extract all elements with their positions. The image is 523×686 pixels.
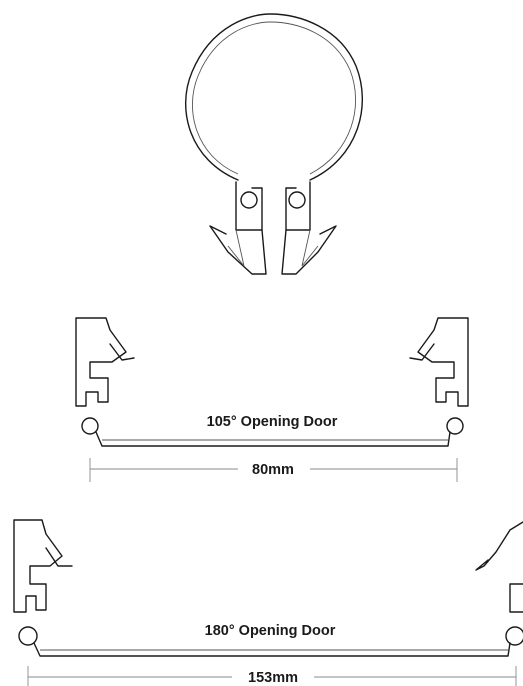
door-105-label: 105° Opening Door	[207, 414, 338, 430]
door-180-profile	[13, 519, 523, 657]
dimension-153mm	[27, 666, 517, 686]
circular-gasket-profile	[185, 13, 363, 275]
door-180-label: 180° Opening Door	[205, 623, 336, 639]
dimension-153mm-label: 153mm	[248, 670, 298, 686]
door-105-profile	[75, 317, 469, 447]
dimension-80mm	[89, 458, 458, 482]
dimension-80mm-label: 80mm	[252, 462, 294, 478]
